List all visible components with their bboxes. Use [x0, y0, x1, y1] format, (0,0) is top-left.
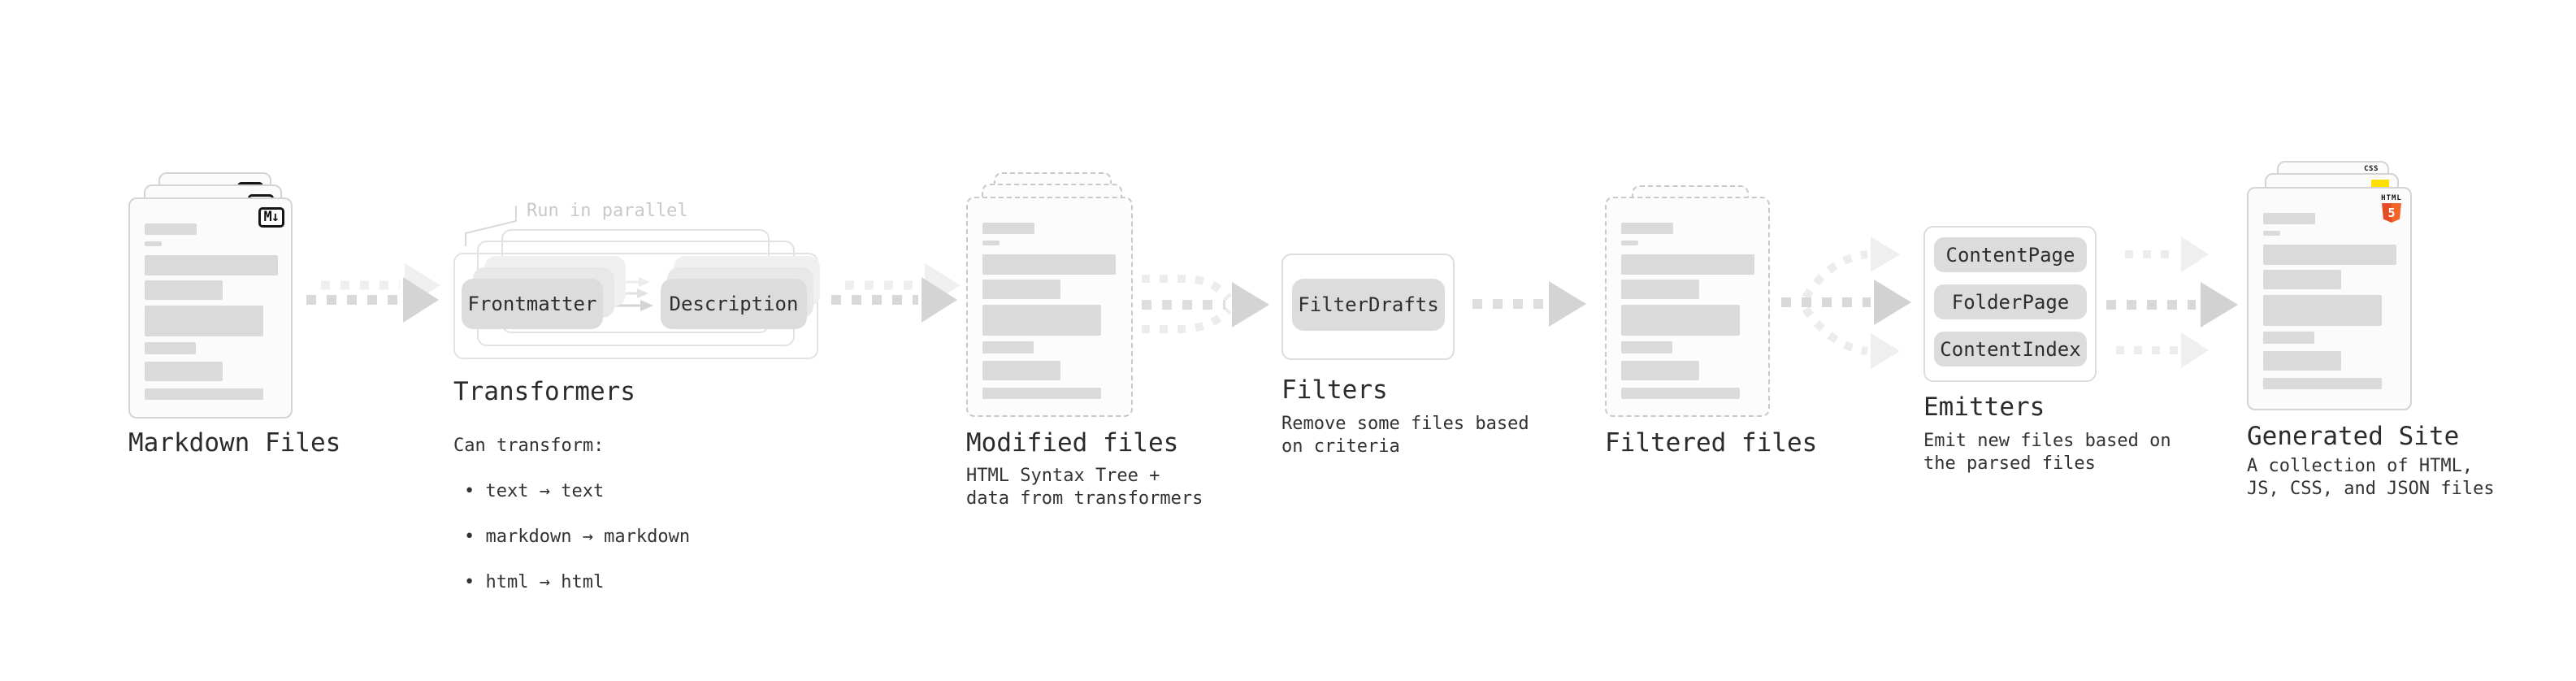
- arrow-filtered-to-emitters-icon: [1781, 236, 1911, 369]
- text-line-placeholder: [982, 254, 1116, 275]
- caption-bullet: • text → text: [464, 481, 605, 501]
- text-line-placeholder: [982, 241, 1000, 245]
- filter-pill-filterdrafts: FilterDrafts: [1292, 279, 1445, 331]
- transformers-caption: Can transform: • text → text • markdown …: [453, 412, 690, 617]
- text-line-placeholder: [145, 342, 196, 354]
- stage-label-modified-files: Modified files: [966, 428, 1179, 458]
- text-line-placeholder: [145, 280, 223, 300]
- document-skeleton: [145, 223, 278, 400]
- text-line-placeholder: [2263, 231, 2280, 236]
- text-line-placeholder: [145, 362, 223, 381]
- text-line-placeholder: [2263, 351, 2341, 371]
- run-in-parallel-annotation: Run in parallel: [527, 201, 688, 221]
- caption-bullet: • markdown → markdown: [464, 527, 691, 547]
- transformer-sheet-front: [453, 253, 818, 359]
- caption-line: Can transform:: [453, 436, 605, 456]
- text-line-placeholder: [145, 223, 197, 235]
- text-line-placeholder: [2263, 332, 2314, 344]
- arrow-markdown-to-transformers-icon: [306, 263, 440, 323]
- generated-file-card-front: HTML 5: [2247, 187, 2412, 410]
- stage-label-filtered-files: Filtered files: [1605, 428, 1818, 458]
- text-line-placeholder: [1621, 361, 1699, 380]
- filters-caption: Remove some files based on criteria: [1281, 414, 1529, 457]
- arrow-modified-to-filters-icon: [1142, 275, 1269, 333]
- text-line-placeholder: [2263, 378, 2382, 389]
- text-line-placeholder: [2263, 295, 2382, 326]
- text-line-placeholder: [2263, 213, 2315, 224]
- text-line-placeholder: [145, 388, 263, 400]
- text-line-placeholder: [982, 388, 1101, 399]
- text-line-placeholder: [2263, 245, 2396, 265]
- document-skeleton: [2263, 213, 2396, 389]
- stage-label-markdown-files: Markdown Files: [128, 428, 341, 458]
- text-line-placeholder: [145, 255, 278, 275]
- html5-icon: HTML 5: [2381, 194, 2402, 223]
- caption-bullet: • html → html: [464, 572, 605, 592]
- stage-label-transformers: Transformers: [453, 377, 635, 406]
- markdown-icon: M↓: [258, 207, 284, 228]
- text-line-placeholder: [982, 361, 1060, 380]
- transformer-pill-frontmatter: Frontmatter: [462, 279, 603, 329]
- text-line-placeholder: [145, 306, 263, 336]
- text-line-placeholder: [982, 341, 1034, 354]
- emitters-caption: Emit new files based on the parsed files: [1923, 431, 2171, 474]
- text-line-placeholder: [982, 280, 1060, 299]
- emitter-pill-folderpage: FolderPage: [1934, 284, 2087, 319]
- filtered-file-card-front: [1605, 197, 1770, 417]
- text-line-placeholder: [1621, 280, 1699, 299]
- text-line-placeholder: [1621, 254, 1754, 275]
- text-line-placeholder: [1621, 241, 1638, 245]
- text-line-placeholder: [2263, 270, 2341, 289]
- text-line-placeholder: [1621, 305, 1740, 336]
- generated-site-caption: A collection of HTML, JS, CSS, and JSON …: [2247, 456, 2495, 499]
- arrow-transformers-to-modified-icon: [831, 263, 961, 323]
- stage-label-generated-site: Generated Site: [2247, 422, 2460, 451]
- text-line-placeholder: [982, 223, 1034, 234]
- arrow-filters-to-filtered-icon: [1472, 281, 1586, 327]
- text-line-placeholder: [1621, 341, 1672, 354]
- stage-label-filters: Filters: [1281, 375, 1388, 405]
- document-skeleton: [1621, 223, 1754, 399]
- transformer-pill-description: Description: [661, 279, 807, 329]
- text-line-placeholder: [1621, 223, 1673, 234]
- text-line-placeholder: [982, 305, 1101, 336]
- arrow-emitters-to-generated-icon: [2106, 236, 2238, 368]
- emitter-pill-contentpage: ContentPage: [1934, 237, 2087, 272]
- text-line-placeholder: [1621, 388, 1740, 399]
- text-line-placeholder: [145, 241, 162, 246]
- stage-label-emitters: Emitters: [1923, 393, 2045, 422]
- markdown-file-card-front: M↓: [128, 197, 293, 419]
- modified-files-caption: HTML Syntax Tree + data from transformer…: [966, 466, 1203, 509]
- modified-file-card-front: [966, 197, 1133, 417]
- document-skeleton: [982, 223, 1116, 399]
- emitter-pill-contentindex: ContentIndex: [1934, 332, 2087, 367]
